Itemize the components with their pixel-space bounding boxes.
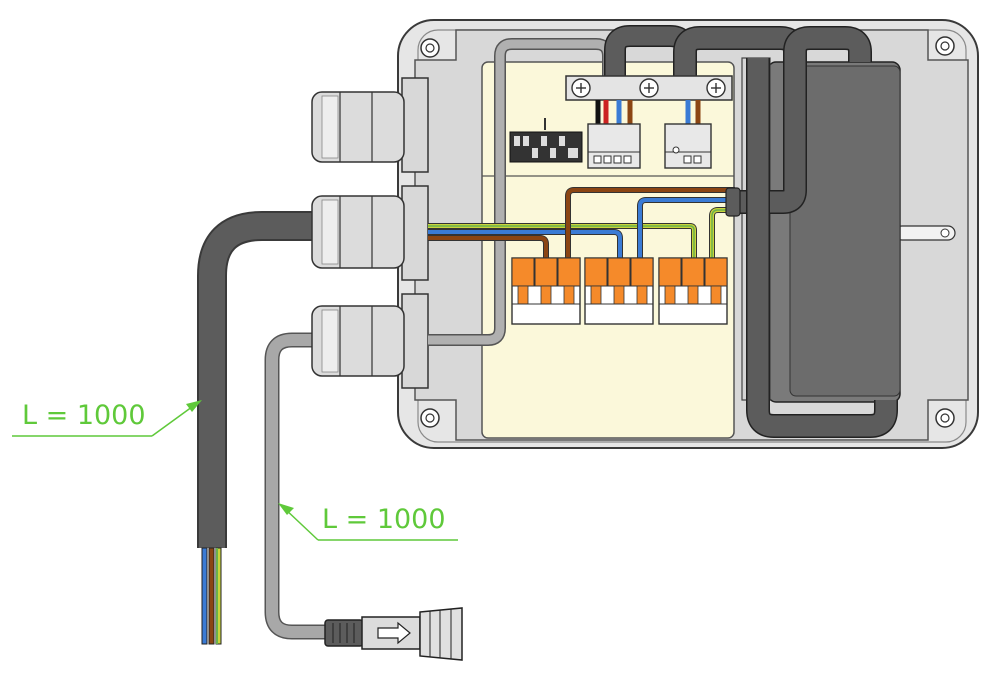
lever-terminal-group-1 [511, 257, 581, 325]
screw-icon [935, 36, 955, 56]
screw-icon [935, 408, 955, 428]
signal-cable [264, 332, 463, 661]
power-wires-internal [428, 223, 697, 258]
arrow-right-icon [377, 621, 411, 645]
screw-icon [639, 78, 659, 98]
driver-wires [565, 187, 735, 258]
driver-output-cable [604, 25, 898, 438]
strain-relief-clamp [565, 75, 733, 101]
dimension-power-cable: L = 1000 [12, 400, 202, 437]
dimension-signal-cable: L = 1000 [278, 503, 458, 541]
driver-terminal-block [664, 100, 712, 169]
power-cable-wire-ends [201, 547, 222, 645]
cable-gland-middle [311, 185, 429, 281]
signal-cable-length-label: L = 1000 [322, 504, 446, 535]
power-cable [197, 211, 320, 645]
screw-icon [706, 78, 726, 98]
signal-terminal-block [587, 100, 641, 169]
cable-gland-top [311, 77, 429, 173]
screw-icon [420, 38, 440, 58]
cable-gland-bottom [311, 293, 429, 389]
lever-terminal-group-2 [584, 257, 654, 325]
screw-icon [420, 408, 440, 428]
lever-terminal-group-3 [658, 257, 728, 325]
signal-connector [324, 607, 463, 661]
power-cable-length-label: L = 1000 [22, 400, 146, 431]
dip-switch [509, 118, 583, 163]
screw-icon [571, 78, 591, 98]
